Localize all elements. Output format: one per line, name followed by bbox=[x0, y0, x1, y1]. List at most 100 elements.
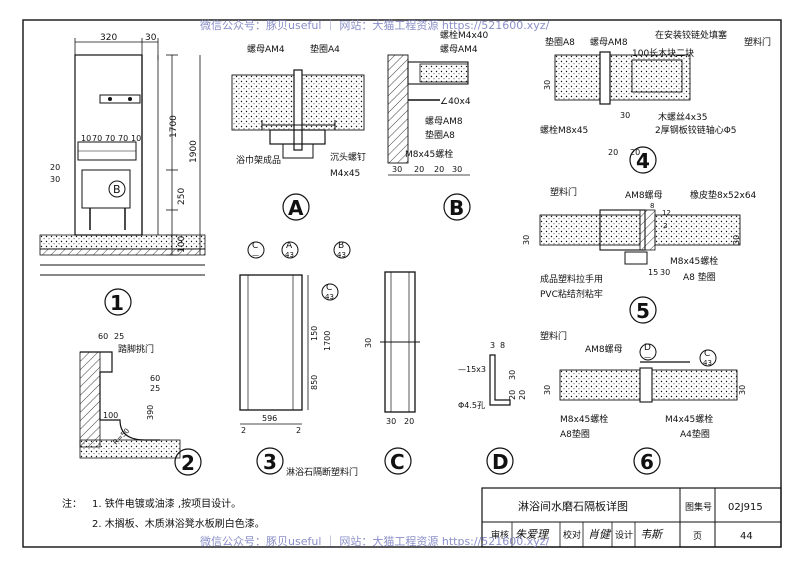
a-callout-rack: 浴巾架成品 bbox=[236, 154, 281, 166]
d4-dim-30b: 30 bbox=[620, 111, 630, 120]
sheet-border bbox=[22, 19, 782, 548]
d5-dim-30c: 30 bbox=[660, 268, 670, 277]
detail-d-label: D bbox=[492, 450, 509, 474]
d6-callout-washer8: A8垫圈 bbox=[560, 428, 590, 440]
d5-dim-8: 8 bbox=[650, 202, 654, 210]
dim-30-left: 30 bbox=[50, 175, 60, 184]
d6-callout-washer4: A4垫圈 bbox=[680, 428, 710, 440]
d2-dim-25-right: 25 bbox=[150, 384, 160, 393]
d-dim-20b: 20 bbox=[518, 390, 527, 400]
detail-d-section: 3 8 —15x3 Φ4.5孔 30 20 20 D bbox=[458, 341, 527, 475]
detail-3-label: 3 bbox=[263, 450, 277, 474]
page-number: 44 bbox=[740, 531, 753, 542]
d3-ref-a-sheet: 43 bbox=[285, 251, 294, 259]
d3-ref-c-letter: C bbox=[252, 241, 258, 251]
d4-callout-door: 塑料门 bbox=[744, 36, 771, 48]
design-signature: 韦斯 bbox=[640, 528, 664, 541]
detail-2-label: 2 bbox=[181, 451, 195, 475]
d2-dim-100: 100 bbox=[103, 411, 118, 420]
d5-dim-12: 12 bbox=[662, 209, 671, 217]
d2-dim-390: 390 bbox=[146, 405, 155, 420]
detail-1-elevation: 320 30 10 70 70 70 10 20 30 B 1700 1900 bbox=[39, 33, 206, 316]
d3-ref-b-letter: B bbox=[338, 241, 344, 251]
note-2: 2. 木搁板、木质淋浴凳水板刷白色漆。 bbox=[92, 517, 265, 530]
notes-label: 注： bbox=[62, 497, 82, 510]
d3-ref-b-sheet: 43 bbox=[337, 251, 346, 259]
d3-sec-2a: 2 bbox=[241, 426, 246, 435]
detail-c-label: C bbox=[390, 450, 405, 474]
d6-callout-bolt8: M8x45螺栓 bbox=[560, 413, 608, 425]
d4-callout-plate: 2厚钢板铰链轴心Φ5 bbox=[655, 124, 737, 136]
d3-ref-c2-letter: C bbox=[326, 283, 332, 293]
d5-dim-30b: 30 bbox=[732, 235, 741, 245]
detail-1-label: 1 bbox=[110, 291, 124, 315]
d5-callout-door: 塑料门 bbox=[550, 186, 577, 198]
d4-dim-30a: 30 bbox=[543, 80, 552, 90]
b-dim-30a: 30 bbox=[392, 165, 402, 174]
d-dim-30: 30 bbox=[508, 370, 517, 380]
detail-a-section: 螺母AM4 垫圈A4 浴巾架成品 沉头螺钉 M4x45 A bbox=[231, 43, 366, 221]
d4-dim-20a: 20 bbox=[608, 148, 618, 157]
notes-block: 注： 1. 铁件电镀或油漆 ,按项目设计。 2. 木搁板、木质淋浴凳水板刷白色漆… bbox=[62, 497, 265, 530]
d-callout-plate: —15x3 bbox=[458, 365, 486, 374]
d-callout-hole: Φ4.5孔 bbox=[458, 401, 485, 410]
d6-callout-door: 塑料门 bbox=[540, 330, 567, 342]
d2-dim-60: 60 bbox=[98, 332, 108, 341]
d3-ref-a-letter: A bbox=[286, 241, 293, 251]
detail-5-handle: 塑料门 AM8螺母 橡皮垫8x52x64 M8x45螺栓 A8 垫圈 成品塑料拉… bbox=[522, 186, 757, 324]
dim-30-top: 30 bbox=[145, 33, 157, 43]
atlas-number: 02J915 bbox=[728, 502, 763, 513]
d6-callout-nut: AM8螺母 bbox=[585, 344, 623, 355]
d4-dim-20b: 20 bbox=[630, 148, 640, 157]
b-dim-30b: 30 bbox=[452, 165, 462, 174]
d5-callout-bolt: M8x45螺栓 bbox=[670, 255, 718, 267]
d5-callout-handle: 成品塑料拉手用 bbox=[540, 273, 603, 285]
b-callout-nut8: 螺母AM8 bbox=[425, 116, 463, 127]
detail-b-section: 螺栓M4x40 螺母AM4 ∠40x4 螺母AM8 垫圈A8 M8x45螺栓 3… bbox=[387, 29, 489, 221]
d-dim-3: 3 bbox=[490, 341, 495, 350]
atlas-label: 图集号 bbox=[685, 501, 712, 513]
d-dim-20a: 20 bbox=[508, 390, 517, 400]
d4-callout-fill: 在安装铰链处填塞 bbox=[655, 29, 727, 41]
detail-5-label: 5 bbox=[636, 299, 650, 323]
detail-4-label: 4 bbox=[636, 149, 650, 173]
design-label: 设计 bbox=[615, 529, 633, 541]
detail-2-section: 60 25 踏脚挑门 60 25 390 100 R=50 2 bbox=[79, 332, 202, 476]
a-callout-nut: 螺母AM4 bbox=[247, 44, 285, 55]
d5-callout-pad: 橡皮垫8x52x64 bbox=[690, 189, 757, 201]
d3-sec-2b: 2 bbox=[296, 426, 301, 435]
d3-dim-150: 150 bbox=[310, 326, 319, 341]
d2-dim-60-right: 60 bbox=[150, 374, 160, 383]
d5-dim-30a: 30 bbox=[522, 235, 531, 245]
d5-dim-2: 2 bbox=[663, 222, 667, 230]
title-block: 淋浴间水磨石隔板详图 图集号 02J915 审核 朱爱理 校对 肖健 设计 韦斯… bbox=[481, 487, 782, 548]
c-dim-30a: 30 bbox=[364, 338, 373, 348]
d5-callout-nut: AM8螺母 bbox=[625, 190, 663, 201]
d4-callout-screw: 木螺丝4x35 bbox=[658, 111, 708, 123]
page-label: 页 bbox=[693, 531, 702, 542]
b-callout-bolt8: M8x45螺栓 bbox=[405, 148, 453, 160]
dim-320: 320 bbox=[100, 33, 117, 43]
a-callout-washer: 垫圈A4 bbox=[310, 43, 340, 55]
d2-note: 踏脚挑门 bbox=[118, 343, 154, 355]
d2-dim-25: 25 bbox=[114, 332, 124, 341]
c-dim-20: 20 bbox=[404, 417, 414, 426]
detail-c-section: 30 30 20 C bbox=[364, 271, 420, 475]
dim-1700: 1700 bbox=[169, 115, 179, 138]
d3-dim-596: 596 bbox=[262, 414, 277, 423]
d3-dim-850: 850 bbox=[310, 375, 319, 390]
check-label: 校对 bbox=[563, 529, 581, 541]
a-callout-size: M4x45 bbox=[330, 169, 360, 179]
dim-70b: 70 bbox=[105, 134, 115, 143]
c-dim-30b: 30 bbox=[386, 417, 396, 426]
dim-70c: 70 bbox=[118, 134, 128, 143]
b-dim-20b: 20 bbox=[434, 165, 444, 174]
a-callout-screw: 沉头螺钉 bbox=[330, 152, 366, 163]
dim-1900: 1900 bbox=[189, 140, 199, 163]
dim-20-left: 20 bbox=[50, 163, 60, 172]
check-signature: 肖健 bbox=[588, 528, 612, 541]
d4-callout-bolt: 螺栓M8x45 bbox=[540, 124, 588, 136]
watermark-bottom: 微信公众号：豚贝useful ｜ 网站：大猫工程资源 https://52160… bbox=[200, 534, 550, 548]
dim-10b: 10 bbox=[131, 134, 141, 143]
d4-callout-block: 100长木块二块 bbox=[632, 47, 694, 59]
